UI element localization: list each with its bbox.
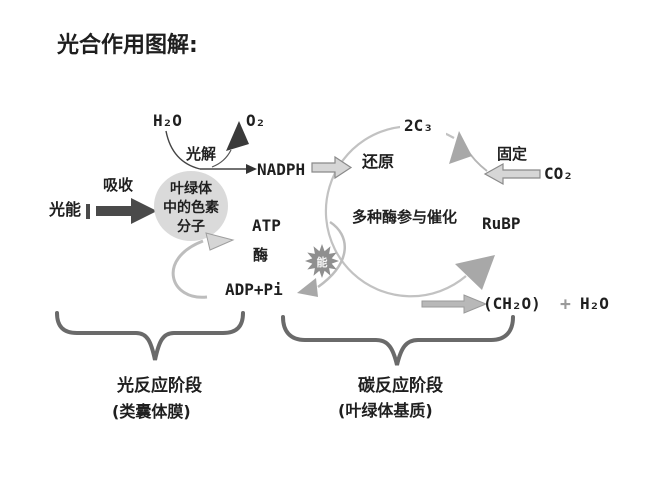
atp-label: ATP (252, 216, 281, 235)
enzyme-label: 酶 (253, 246, 268, 264)
pigment-label-line2: 中的色素 (163, 199, 219, 216)
oxygen-label: O₂ (246, 111, 265, 130)
light-energy-label: 光能 (48, 200, 81, 219)
cycle-arrowhead-rubp-icon (455, 255, 495, 290)
page-title: 光合作用图解: (56, 32, 198, 58)
nadph-label: NADPH (257, 160, 305, 179)
adp-to-atp-loop (171, 239, 208, 299)
energy-arc-arrowhead-icon (297, 278, 318, 297)
photolysis-label: 光解 (185, 145, 216, 163)
absorb-arrow-icon (96, 198, 157, 224)
energy-starburst-icon (305, 244, 339, 278)
oxygen-arrowhead-icon (226, 121, 249, 151)
water-photolysis-curve (165, 130, 201, 170)
cycle-arrowhead-top-icon (449, 131, 472, 164)
water-out-label: H₂O (580, 294, 609, 313)
energy-label: 能 (317, 255, 328, 269)
product-label: (CH₂O) (483, 294, 541, 313)
calvin-cycle-circle (324, 125, 467, 298)
plus-sign: + (560, 294, 571, 315)
adp-to-atp-arrowhead-icon (205, 232, 235, 251)
reduction-label: 还原 (361, 152, 394, 171)
pigment-label-line3: 分子 (177, 219, 205, 235)
rubp-backing (478, 212, 532, 233)
light-ray-bar-icon (86, 204, 90, 219)
pigment-label-line1: 叶绿体 (170, 180, 213, 197)
water-in-label: H₂O (153, 111, 182, 130)
energy-to-adp-arc (317, 220, 346, 289)
carbon-stage-label: 碳反应阶段 (358, 375, 443, 396)
carbon-stage-brace (281, 315, 515, 366)
carbon-stage-location-label: (叶绿体基质) (338, 401, 433, 420)
enzymes-note-label: 多种酶参与催化 (352, 208, 457, 226)
c3-backing (400, 114, 446, 135)
light-stage-label: 光反应阶段 (116, 375, 202, 396)
adp-pi-label: ADP+Pi (225, 280, 283, 299)
nadph-to-cycle-arrow-icon (311, 155, 353, 180)
co2-label: CO₂ (544, 164, 573, 183)
nadph-arrowhead-icon (246, 164, 257, 174)
fixation-label: 固定 (497, 145, 527, 163)
absorb-label: 吸收 (103, 176, 133, 194)
cycle-to-product-arrow-icon (421, 294, 488, 314)
to-oxygen-curve (211, 149, 232, 168)
light-stage-location-label: (类囊体膜) (112, 402, 191, 421)
light-stage-brace (55, 311, 245, 361)
rubp-label: RuBP (482, 214, 521, 233)
c3-label: 2C₃ (404, 116, 433, 135)
pigment-circle (154, 171, 228, 241)
co2-fixation-arrow-icon (483, 162, 541, 186)
